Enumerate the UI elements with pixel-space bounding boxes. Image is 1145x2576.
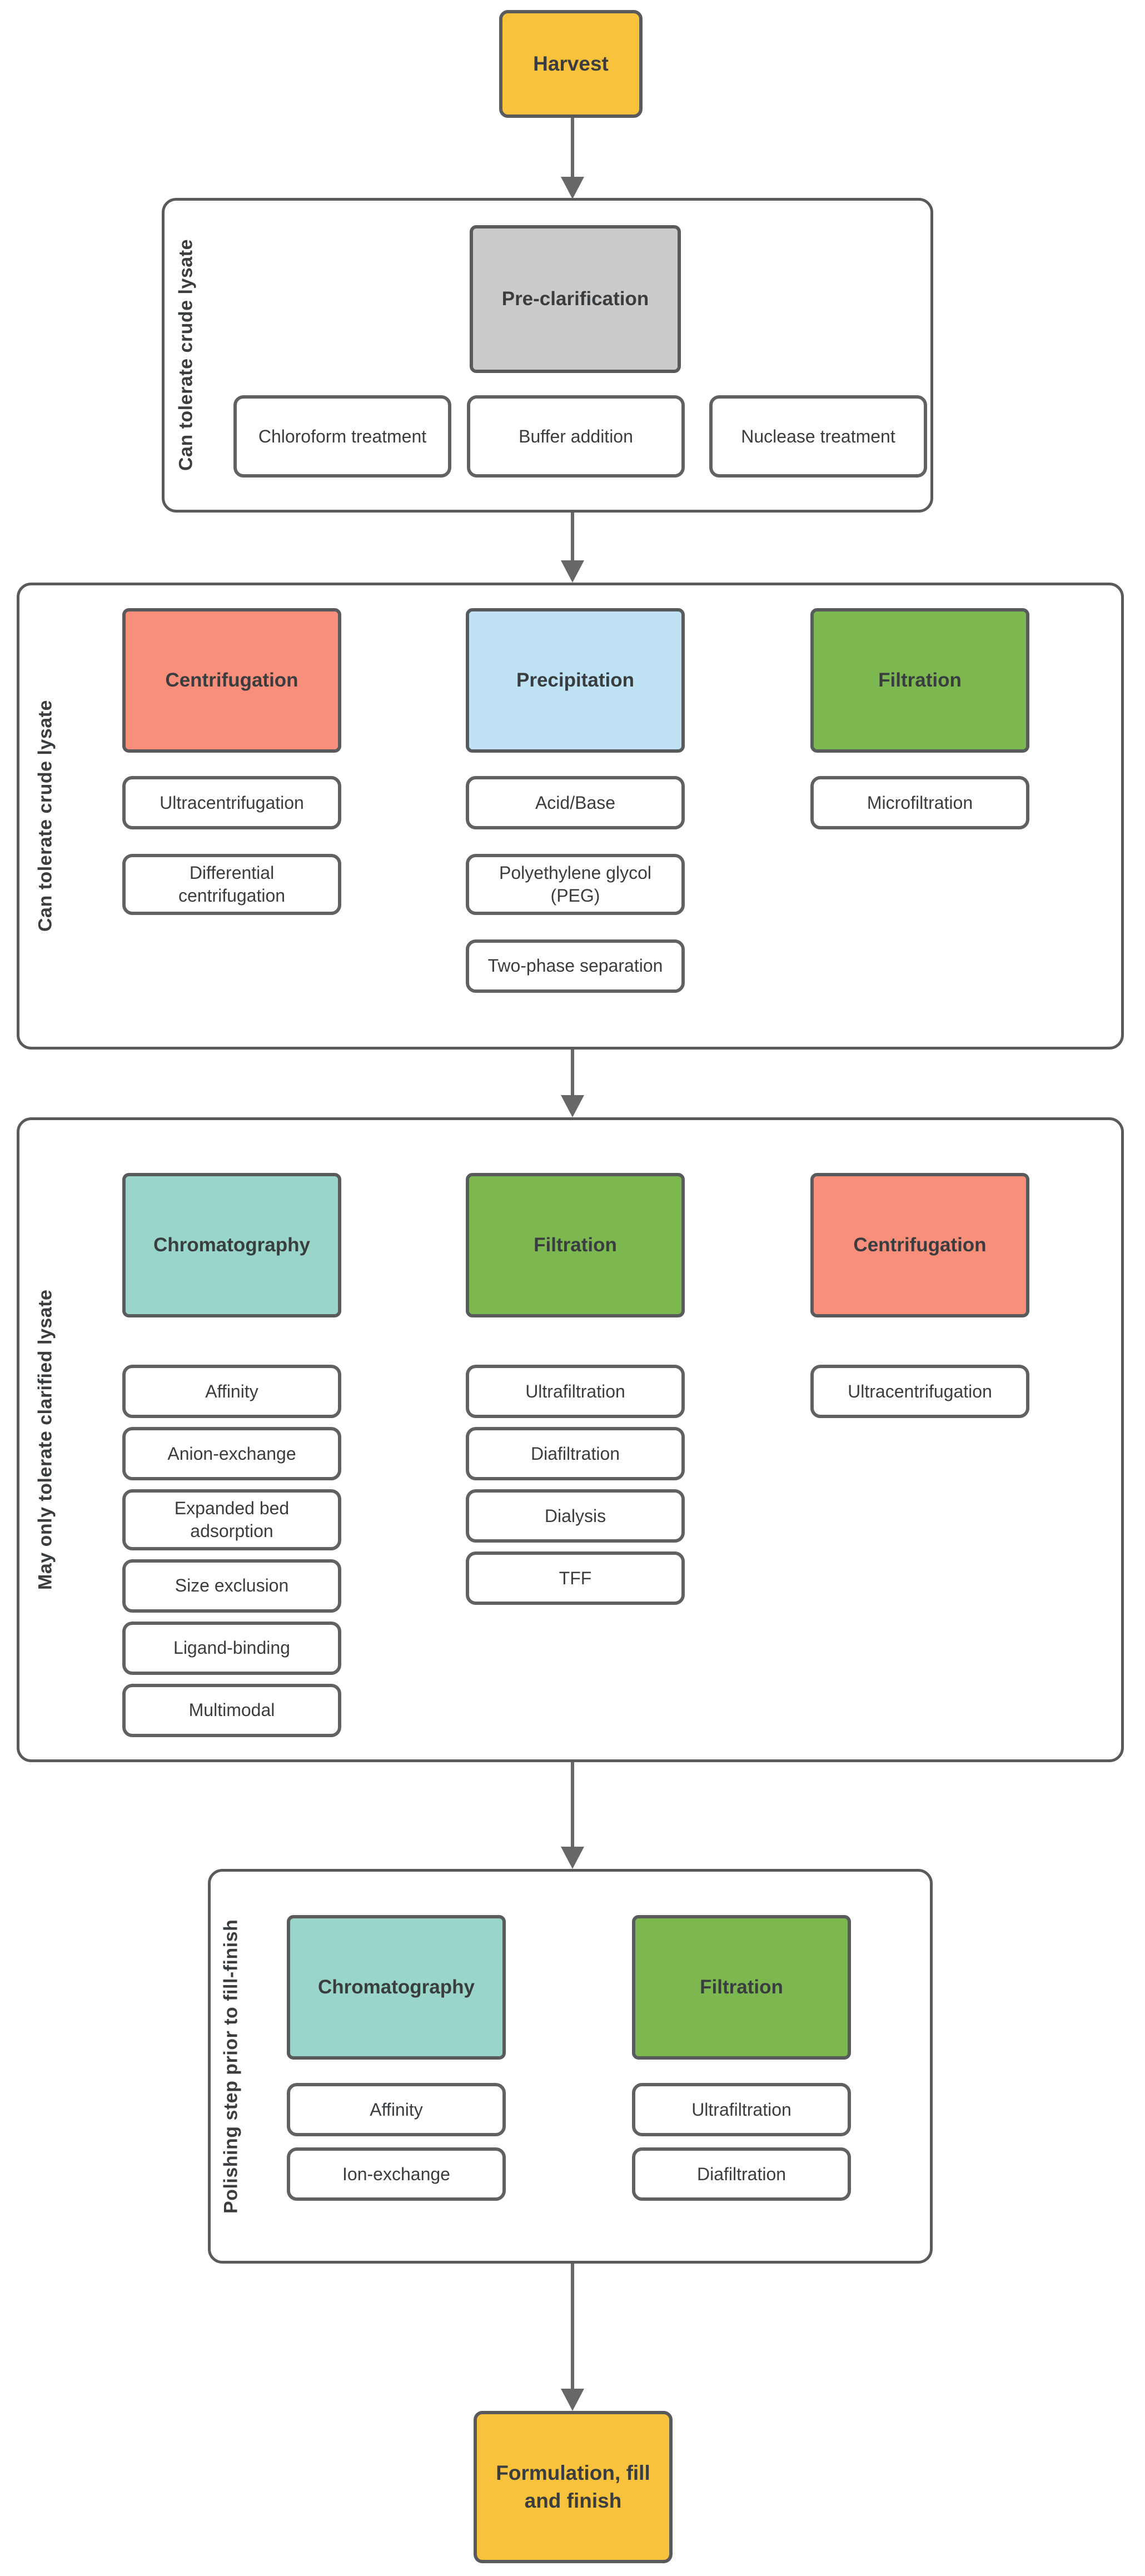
method-ultrafiltration: Ultrafiltration [632, 2083, 851, 2136]
method-expanded-bed-adsorption: Expanded bed adsorption [122, 1489, 341, 1550]
method-affinity: Affinity [122, 1365, 341, 1418]
flow-arrow-5 [560, 2264, 585, 2411]
method-two-phase-separation: Two-phase separation [466, 939, 685, 993]
column-centrifugation: Centrifugation Ultracentrifugation Diffe… [122, 608, 341, 915]
category-header-filtration: Filtration [810, 608, 1029, 753]
arrow-head-icon [561, 1847, 584, 1869]
category-header-chromatography: Chromatography [287, 1915, 506, 2060]
harvest-node: Harvest [499, 10, 643, 118]
column-precipitation: Precipitation Acid/Base Polyethylene gly… [466, 608, 685, 993]
flow-arrow-4 [560, 1762, 585, 1869]
method-ion-exchange: Ion-exchange [287, 2147, 506, 2201]
arrow-shaft [571, 513, 574, 561]
method-dialysis: Dialysis [466, 1489, 685, 1543]
section-side-label: Can tolerate crude lysate [175, 239, 197, 471]
method-ligand-binding: Ligand-binding [122, 1621, 341, 1675]
method-diafiltration: Diafiltration [632, 2147, 851, 2201]
arrow-head-icon [561, 177, 584, 199]
flow-arrow-3 [560, 1050, 585, 1117]
method-diafiltration: Diafiltration [466, 1427, 685, 1480]
method-ultrafiltration: Ultrafiltration [466, 1365, 685, 1418]
section-polishing-step: Polishing step prior to fill-finish Chro… [208, 1869, 933, 2264]
section-side-label: May only tolerate clarified lysate [34, 1289, 56, 1590]
method-acid-base: Acid/Base [466, 776, 685, 829]
method-differential-centrifugation: Differential centrifugation [122, 854, 341, 915]
category-header-centrifugation: Centrifugation [810, 1173, 1029, 1317]
column-filtration: Filtration Microfiltration [810, 608, 1029, 829]
arrow-head-icon [561, 560, 584, 583]
section-side-label: Can tolerate crude lysate [34, 700, 56, 932]
method-ultracentrifugation: Ultracentrifugation [122, 776, 341, 829]
method-ultracentrifugation: Ultracentrifugation [810, 1365, 1029, 1418]
column-chromatography: Chromatography Affinity Anion-exchange E… [122, 1173, 341, 1737]
arrow-head-icon [561, 1095, 584, 1117]
category-header-centrifugation: Centrifugation [122, 608, 341, 753]
method-anion-exchange: Anion-exchange [122, 1427, 341, 1480]
section-crude-lysate-methods: Can tolerate crude lysate Centrifugation… [17, 583, 1124, 1050]
arrow-shaft [571, 1762, 574, 1848]
section-pre-clarification: Can tolerate crude lysate Pre-clarificat… [162, 198, 933, 513]
arrow-head-icon [561, 2389, 584, 2411]
column-filtration: Filtration Ultrafiltration Diafiltration… [466, 1173, 685, 1605]
section-side-label: Polishing step prior to fill-finish [220, 1919, 242, 2214]
arrow-shaft [571, 2264, 574, 2390]
column-filtration: Filtration Ultrafiltration Diafiltration [632, 1915, 851, 2201]
method-buffer-addition: Buffer addition [467, 395, 685, 478]
category-header-filtration: Filtration [466, 1173, 685, 1317]
method-chloroform-treatment: Chloroform treatment [233, 395, 451, 478]
method-tff: TFF [466, 1551, 685, 1605]
method-nuclease-treatment: Nuclease treatment [709, 395, 927, 478]
category-header-chromatography: Chromatography [122, 1173, 341, 1317]
method-microfiltration: Microfiltration [810, 776, 1029, 829]
column-centrifugation: Centrifugation Ultracentrifugation [810, 1173, 1029, 1418]
method-multimodal: Multimodal [122, 1683, 341, 1737]
method-size-exclusion: Size exclusion [122, 1559, 341, 1613]
flow-arrow-2 [560, 513, 585, 583]
formulation-fill-finish-node: Formulation, fill and finish [474, 2411, 673, 2563]
category-header-filtration: Filtration [632, 1915, 851, 2060]
arrow-shaft [571, 1050, 574, 1096]
method-polyethylene-glycol: Polyethylene glycol (PEG) [466, 854, 685, 915]
section-clarified-lysate-methods: May only tolerate clarified lysate Chrom… [17, 1117, 1124, 1762]
flow-arrow-1 [560, 118, 585, 199]
arrow-shaft [571, 118, 574, 178]
method-affinity: Affinity [287, 2083, 506, 2136]
column-chromatography: Chromatography Affinity Ion-exchange [287, 1915, 506, 2201]
category-header-precipitation: Precipitation [466, 608, 685, 753]
category-header-pre-clarification: Pre-clarification [470, 225, 681, 373]
